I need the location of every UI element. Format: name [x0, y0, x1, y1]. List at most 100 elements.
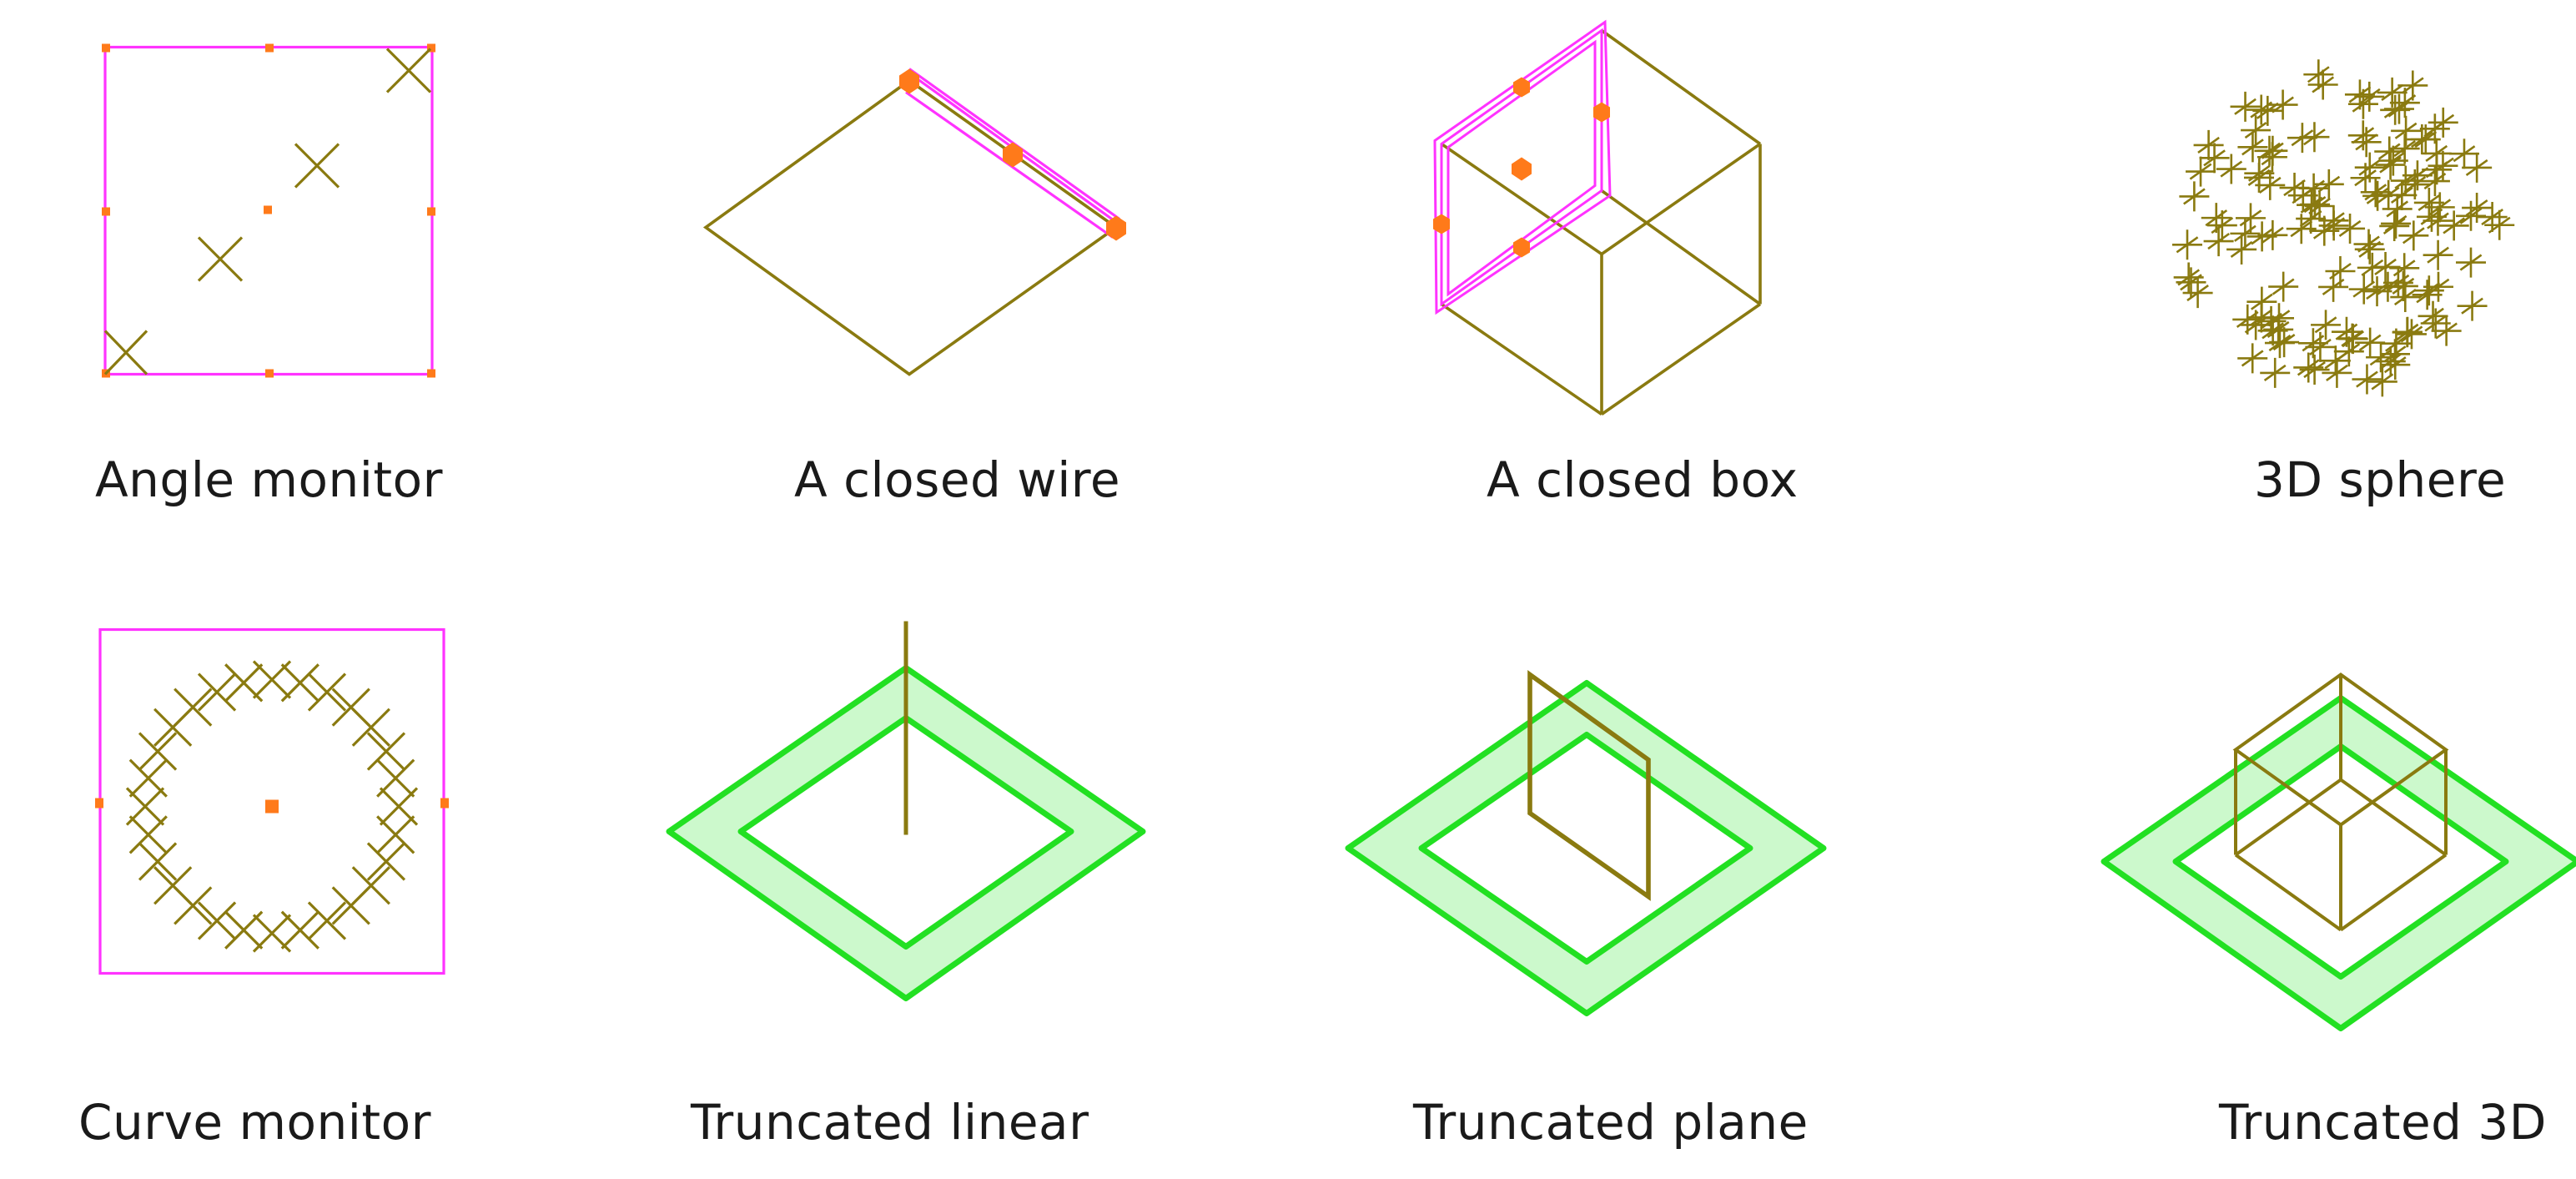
plane-member — [1527, 670, 1651, 901]
sphere-point — [2203, 226, 2234, 257]
sphere-point — [2241, 115, 2272, 146]
sphere-point — [2237, 132, 2268, 163]
curve-marker — [307, 673, 347, 712]
sphere-point — [2268, 271, 2299, 302]
sphere-point — [2462, 152, 2493, 183]
sphere-point — [2305, 331, 2336, 362]
angle-marker — [294, 143, 340, 189]
sphere-point — [2246, 302, 2277, 333]
sphere-point — [2391, 115, 2422, 146]
sphere-point — [2351, 127, 2382, 158]
sphere-point — [2419, 166, 2450, 197]
sphere-point — [2293, 352, 2324, 383]
sphere-point — [2379, 210, 2410, 241]
caption-truncated-linear: Truncated linear — [691, 1094, 1089, 1151]
angle-marker — [385, 48, 432, 93]
curve-marker — [153, 866, 193, 905]
curve-marker — [197, 901, 237, 940]
sphere-point — [2457, 290, 2488, 321]
caption-angle-monitor: Angle monitor — [95, 451, 443, 508]
sphere-point — [2298, 173, 2329, 204]
curve-marker — [366, 842, 406, 881]
curve-marker — [138, 732, 178, 771]
sphere-point — [2413, 275, 2444, 306]
sphere-point — [2333, 336, 2364, 367]
sphere-point — [2322, 357, 2352, 388]
sphere-point — [2374, 136, 2405, 167]
box-wireframe — [1440, 29, 1762, 416]
truncated-linear-graphic — [666, 621, 1146, 1001]
curve-marker — [280, 663, 319, 703]
sphere-point — [2381, 208, 2412, 239]
curve-marker — [197, 673, 237, 712]
sphere-point — [2448, 139, 2479, 169]
sphere-point — [2304, 190, 2335, 221]
sphere-point — [2438, 210, 2469, 241]
sphere-point — [2366, 342, 2397, 373]
sphere-point — [2354, 234, 2385, 265]
sphere-point — [2348, 274, 2379, 305]
curve-marker — [331, 886, 370, 925]
sphere-point — [2456, 247, 2486, 278]
curve-marker — [351, 708, 390, 747]
sphere-point — [2193, 129, 2224, 160]
sphere-point — [2390, 282, 2421, 313]
sphere-point — [2318, 210, 2349, 241]
sphere-point — [2410, 124, 2441, 155]
sphere-point — [2352, 364, 2382, 395]
sphere-point — [2182, 278, 2213, 309]
sphere-point — [2243, 162, 2274, 193]
face-handles — [1433, 77, 1610, 258]
sphere-point — [2230, 218, 2261, 249]
truncation-band — [666, 665, 1146, 1001]
sphere-point — [2390, 165, 2421, 196]
curve-marker — [376, 815, 415, 854]
selected-face — [1433, 19, 1612, 315]
sphere-point — [2216, 154, 2246, 184]
center-handle — [265, 799, 279, 814]
closed-wire-graphic — [702, 68, 1126, 376]
sphere-point-cloud — [2171, 59, 2515, 397]
frame-handles — [95, 798, 449, 809]
sphere-point — [2362, 180, 2393, 211]
curve-marker — [366, 732, 406, 771]
sphere-point — [2296, 204, 2327, 234]
sphere-point — [2335, 213, 2366, 244]
sphere-point — [2418, 300, 2448, 331]
sphere-point — [2287, 123, 2317, 154]
angle-markers — [103, 48, 432, 375]
edge-handles — [899, 68, 1126, 241]
sphere-point — [2297, 328, 2328, 359]
curve-monitor-graphic — [95, 627, 449, 975]
sphere-point — [2267, 89, 2298, 120]
truncation-band — [1345, 680, 1827, 1016]
sphere-point — [2423, 239, 2453, 270]
caption-closed-wire: A closed wire — [794, 451, 1121, 508]
sphere-point — [2484, 209, 2515, 240]
sphere-point — [2171, 229, 2202, 260]
curve-marker — [224, 910, 264, 950]
sphere-point — [2206, 210, 2237, 241]
sphere-point — [2179, 181, 2210, 212]
curve-marker — [128, 758, 168, 798]
sphere-point — [2226, 234, 2257, 265]
sphere-point — [2347, 120, 2378, 151]
truncated-3d-graphic — [2101, 673, 2576, 1031]
sphere-point — [2354, 152, 2385, 183]
sphere-point — [2254, 135, 2285, 166]
sphere-point — [2380, 94, 2411, 125]
sphere-point — [2380, 350, 2411, 380]
sphere-point — [2199, 143, 2230, 174]
sphere-point — [2260, 357, 2291, 388]
sphere-point — [2307, 69, 2338, 100]
sphere-point — [2456, 200, 2487, 231]
sphere-point — [2377, 77, 2407, 108]
sphere-point — [2392, 316, 2423, 347]
sphere-point — [2347, 88, 2378, 119]
sphere-point — [2241, 310, 2272, 340]
sphere-point — [2428, 107, 2458, 138]
sphere-point — [2370, 251, 2401, 282]
sphere-point — [2252, 95, 2283, 126]
sphere-point — [2389, 253, 2420, 284]
